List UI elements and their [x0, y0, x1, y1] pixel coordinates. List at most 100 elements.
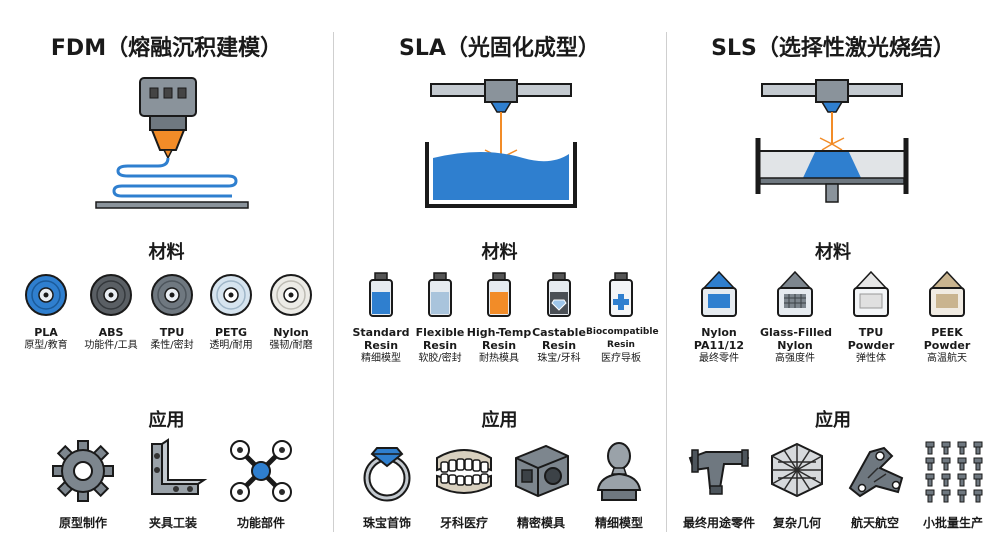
material-name: PEEK	[931, 326, 963, 339]
application-label: 珠宝首饰	[362, 516, 411, 530]
material-peek-powder: PEEK Powder 高温航天	[912, 270, 982, 365]
powder-container-icon	[853, 270, 889, 317]
dental-icon	[436, 449, 492, 494]
material-name: High-Temp	[466, 326, 532, 339]
material-use: 功能件/工具	[84, 340, 138, 351]
material-use: 透明/耐用	[209, 340, 253, 351]
material-petg: PETG 透明/耐用	[196, 270, 266, 352]
material-use: 高温航天	[927, 353, 967, 364]
application-label: 复杂几何	[772, 516, 821, 530]
material-name-line2: Powder	[847, 339, 895, 352]
application-label: 精细模型	[594, 516, 643, 530]
sls-printer-illustration	[755, 79, 909, 203]
powder-container-icon	[701, 270, 737, 317]
application-label: 原型制作	[58, 516, 107, 530]
material-glass-filled-nylon: Glass-Filled Nylon 高强度件	[760, 270, 832, 365]
applications-heading: 应用	[481, 410, 518, 431]
divider-left	[333, 32, 334, 532]
material-use: 高强度件	[775, 353, 815, 364]
powder-container-icon	[929, 270, 965, 317]
filament-spool-icon	[270, 274, 312, 316]
filament-spool-icon	[90, 274, 132, 316]
application-small-batch: 小批量生产	[908, 438, 998, 531]
filament-spool-icon	[151, 274, 193, 316]
materials-list: Nylon PA11/12 最终零件 Glass-Filled Nylon 高强…	[666, 270, 1000, 380]
applications-list: 最终用途零件 复杂几何 航天航空	[666, 438, 1000, 538]
material-name: Nylon	[273, 326, 309, 339]
divider-right	[666, 32, 667, 532]
material-name-line2: Powder	[923, 339, 971, 352]
materials-list: PLA 原型/教育 ABS 功能件/工具 TPU 柔性/密封	[0, 270, 333, 380]
column-title: FDM（熔融沉积建模）	[50, 36, 283, 61]
application-label: 小批量生产	[922, 516, 983, 530]
sla-printer-illustration	[425, 79, 577, 208]
mold-icon	[515, 444, 569, 498]
material-name-line2: Resin	[422, 339, 458, 352]
material-standard-resin: Standard Resin 精细模型	[346, 270, 416, 365]
materials-heading: 材料	[481, 242, 518, 263]
ring-icon	[363, 447, 411, 502]
application-precision-mold: 精密模具	[496, 438, 586, 531]
column-fdm: FDM（熔融沉积建模） 材料 PLA 原型/教育	[0, 0, 333, 558]
drone-icon	[230, 440, 292, 502]
material-use: 原型/教育	[24, 340, 68, 351]
material-use: 医疗导板	[601, 353, 641, 364]
application-label: 牙科医疗	[439, 516, 488, 530]
material-name: PETG	[214, 326, 248, 339]
column-title: SLA（光固化成型）	[399, 36, 600, 61]
application-complex-geometry: 复杂几何	[752, 438, 842, 531]
resin-bottle-icon	[547, 272, 571, 317]
material-name-line2: Nylon	[777, 339, 813, 352]
material-name-line2: Resin	[607, 340, 635, 350]
material-name: PLA	[34, 326, 58, 339]
material-use: 强韧/耐磨	[269, 340, 313, 351]
applications-heading: 应用	[815, 410, 851, 431]
material-use: 耐热模具	[479, 353, 519, 364]
resin-bottle-icon	[487, 272, 511, 317]
material-use: 精细模型	[361, 353, 401, 364]
filament-spool-icon	[25, 274, 67, 316]
application-label: 夹具工装	[148, 516, 197, 530]
material-name: Castable	[532, 326, 586, 339]
material-name: Biocompatible	[586, 327, 659, 337]
filament-spool-icon	[210, 274, 252, 316]
material-abs: ABS 功能件/工具	[76, 270, 146, 352]
applications-list: 珠宝首饰 牙科医疗	[333, 438, 666, 538]
application-aerospace: 航天航空	[830, 438, 920, 531]
applications-list: 原型制作 夹具工装	[0, 438, 333, 538]
lattice-icon	[771, 442, 823, 498]
application-functional: 功能部件	[216, 438, 306, 531]
material-flexible-resin: Flexible Resin 软胶/密封	[405, 270, 475, 365]
column-sla: SLA（光固化成型） 材料 Standard Resin 精细模型	[333, 0, 666, 558]
application-prototype: 原型制作	[38, 438, 128, 531]
materials-heading: 材料	[148, 242, 185, 263]
material-biocompatible-resin: Biocompatible Resin 医疗导板	[586, 270, 659, 365]
batch-parts-icon	[925, 441, 983, 503]
application-fixture: 夹具工装	[128, 438, 218, 531]
material-nylon-pa: Nylon PA11/12 最终零件	[684, 270, 754, 365]
resin-bottle-icon	[428, 272, 452, 317]
application-label: 航天航空	[850, 516, 899, 530]
materials-list: Standard Resin 精细模型 Flexible Resin 软胶/密封…	[333, 270, 666, 380]
manifold-icon	[688, 449, 750, 495]
material-use: 软胶/密封	[418, 353, 462, 364]
application-jewelry: 珠宝首饰	[342, 438, 432, 531]
material-name: Nylon	[701, 326, 737, 339]
material-pla: PLA 原型/教育	[11, 270, 81, 352]
material-name: TPU	[858, 326, 884, 339]
material-name-line2: Resin	[541, 339, 577, 352]
bracket-icon	[151, 438, 208, 495]
aero-bracket-icon	[848, 446, 904, 498]
bust-icon	[596, 442, 642, 501]
application-dental: 牙科医疗	[419, 438, 509, 531]
material-name-line2: PA11/12	[693, 339, 745, 352]
material-name: Standard	[352, 326, 410, 339]
material-tpu: TPU 柔性/密封	[137, 270, 207, 352]
gear-icon	[52, 440, 114, 502]
material-use: 柔性/密封	[150, 340, 194, 351]
column-title: SLS（选择性激光烧结）	[711, 36, 955, 61]
application-end-use-parts: 最终用途零件	[674, 438, 764, 531]
material-name: TPU	[159, 326, 185, 339]
resin-bottle-icon	[369, 272, 393, 317]
material-name: Flexible	[415, 326, 465, 339]
